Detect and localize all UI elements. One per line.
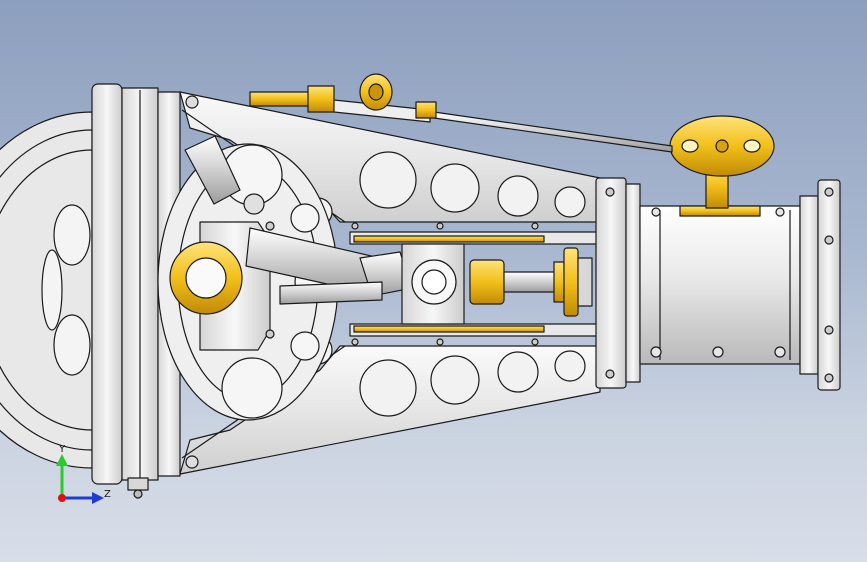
y-axis-arrowhead — [56, 454, 68, 466]
y-axis-label: Y — [58, 444, 66, 455]
valve-rod — [433, 111, 673, 153]
flywheel — [0, 111, 93, 469]
z-axis-label: Z — [104, 489, 111, 500]
steam-valve — [669, 115, 775, 217]
crosshead — [401, 243, 465, 325]
x-axis-dot — [58, 494, 66, 502]
eccentric-linkage — [184, 73, 437, 215]
coordinate-triad: Y Z — [56, 444, 111, 504]
connecting-rod — [245, 227, 413, 305]
piston-rod — [469, 247, 593, 317]
z-axis-arrowhead — [92, 492, 104, 504]
cylinder — [595, 177, 841, 391]
crosshead-guides — [349, 231, 601, 337]
base-plate — [91, 83, 181, 499]
